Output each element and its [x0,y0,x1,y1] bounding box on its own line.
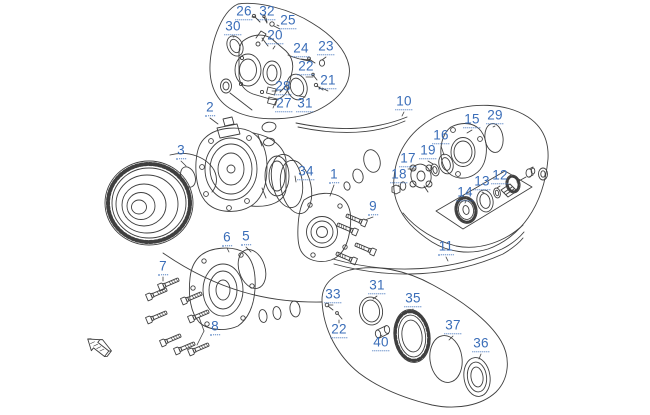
part-label-30[interactable]: 30 [224,19,242,36]
gasket-34 [270,153,313,215]
part-label-17[interactable]: 17 [399,151,417,168]
part-label-8[interactable]: 8 [210,319,220,336]
part-label-24[interactable]: 24 [292,41,310,58]
companion-flange-17 [409,163,433,193]
part-label-22[interactable]: 22 [330,322,348,339]
pinion-retainer-plate-15 [440,123,487,179]
part-label-2[interactable]: 2 [205,100,215,117]
part-label-6[interactable]: 6 [222,230,232,247]
part-label-12[interactable]: 12 [491,168,509,185]
right-subassembly-outline [393,104,549,253]
part-label-10[interactable]: 10 [395,94,413,111]
pinion-panel [435,170,533,230]
pinion-shaft [500,166,536,198]
part-label-28[interactable]: 28 [274,79,292,96]
part-label-11[interactable]: 11 [437,239,455,256]
part-label-32[interactable]: 32 [258,4,276,21]
spacer-40 [374,325,391,339]
orings-middle [261,121,381,191]
oring-5 [237,249,267,289]
part-label-20[interactable]: 20 [266,28,284,45]
part-label-5[interactable]: 5 [241,229,251,246]
pin-22b [335,311,343,320]
snap-ring [538,167,548,181]
spacer-ring-19 [430,163,440,177]
part-label-9[interactable]: 9 [368,199,378,216]
part-label-23[interactable]: 23 [317,39,335,56]
part-label-29[interactable]: 29 [486,108,504,125]
part-label-14[interactable]: 14 [456,185,474,202]
part-label-15[interactable]: 15 [463,112,481,129]
part-label-31[interactable]: 31 [368,278,386,295]
part-label-16[interactable]: 16 [432,128,450,145]
bottom-subassembly-outline [321,267,508,408]
part-label-27[interactable]: 27 [275,96,293,113]
part-label-19[interactable]: 19 [419,143,437,160]
front-direction-arrow-icon [87,338,112,357]
oring-37 [429,335,463,383]
ring-31b [358,296,384,326]
part-label-18[interactable]: 18 [390,167,408,184]
part-label-34[interactable]: 34 [297,164,315,181]
small-ring-top-left [220,78,253,111]
washer-12 [493,187,501,199]
connector-curves [162,116,525,303]
part-label-22[interactable]: 22 [297,59,315,76]
part-label-1[interactable]: 1 [329,167,339,184]
part-label-7[interactable]: 7 [158,259,168,276]
part-label-25[interactable]: 25 [279,13,297,30]
bearing-retainer-plate-1 [297,192,352,262]
part-label-3[interactable]: 3 [176,143,186,160]
leader-lines [162,15,501,360]
seal-36 [463,357,491,397]
locknut-ring-35 [393,309,431,363]
part-label-37[interactable]: 37 [444,318,462,335]
part-label-26[interactable]: 26 [235,4,253,21]
part-label-40[interactable]: 40 [372,335,390,352]
part-label-35[interactable]: 35 [404,291,422,308]
final-gear-drum [104,153,217,246]
pinion-nut-18 [391,181,407,195]
oil-seal-30 [226,35,244,57]
part-label-33[interactable]: 33 [324,287,342,304]
part-label-21[interactable]: 21 [319,73,337,90]
part-label-36[interactable]: 36 [472,336,490,353]
differential-carrier [234,30,294,100]
top-subassembly-outline [209,2,350,120]
part-label-13[interactable]: 13 [473,174,491,191]
part-label-31[interactable]: 31 [296,96,314,113]
